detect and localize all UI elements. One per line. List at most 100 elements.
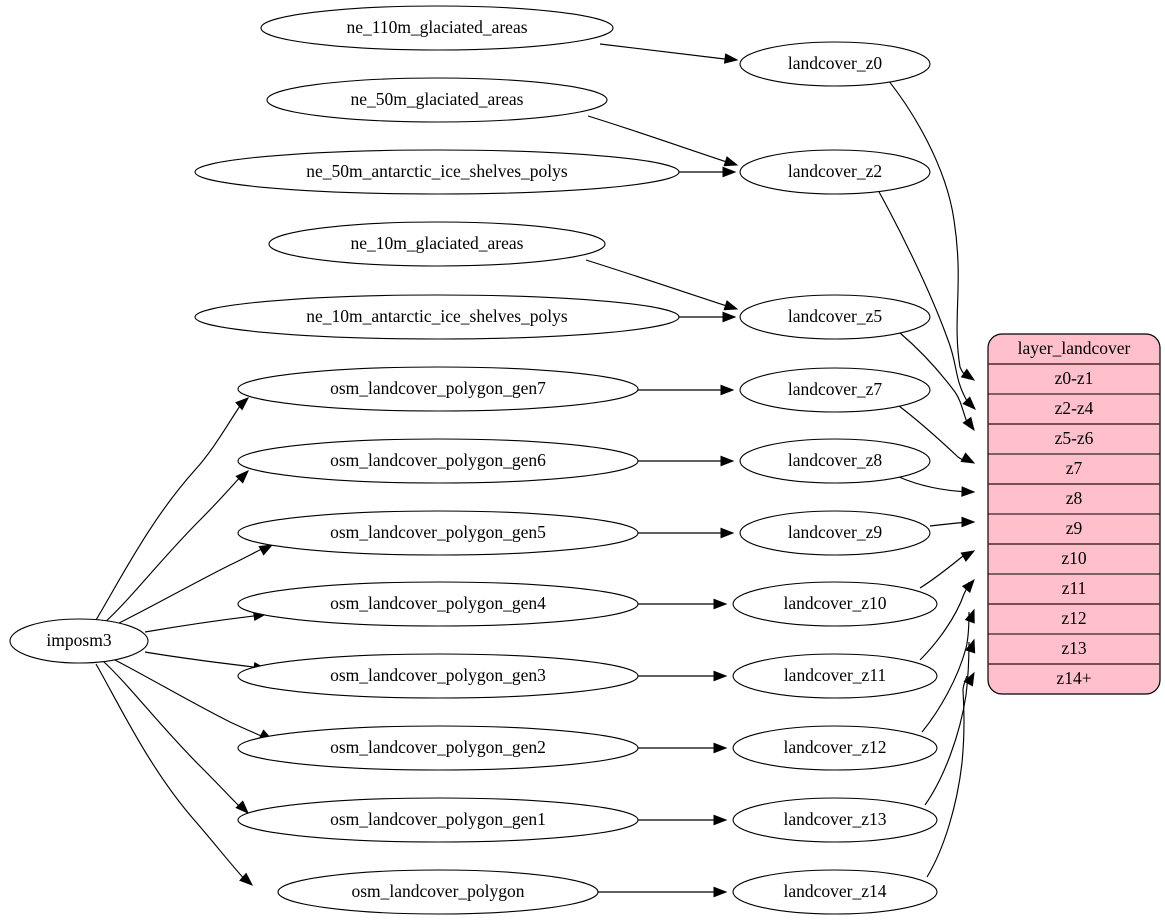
node-osm_landcover_polygon_gen7[interactable]: osm_landcover_polygon_gen7	[237, 366, 639, 412]
node-label: osm_landcover_polygon_gen3	[330, 665, 546, 685]
table-row-z14+[interactable]: z14+	[988, 663, 1160, 688]
edge-landcover_z10-to-row_z10	[919, 551, 970, 589]
table-row-label: z0-z1	[1055, 368, 1094, 388]
node-osm_landcover_polygon_gen2[interactable]: osm_landcover_polygon_gen2	[237, 725, 639, 771]
node-ne_110m_glaciated_areas[interactable]: ne_110m_glaciated_areas	[260, 5, 614, 51]
osm-source-node-ellipse	[237, 581, 639, 627]
landcover-node-ellipse	[739, 294, 931, 340]
node-osm_landcover_polygon_gen5[interactable]: osm_landcover_polygon_gen5	[237, 510, 639, 556]
osm-source-node-ellipse	[237, 653, 639, 699]
node-label: osm_landcover_polygon_gen5	[330, 522, 546, 542]
edge-imposm3-to-osm_landcover_polygon_gen3	[144, 651, 263, 669]
table-row-label: z7	[1066, 458, 1083, 478]
table-row-z10[interactable]: z10	[988, 543, 1160, 568]
node-landcover_z12[interactable]: landcover_z12	[732, 725, 938, 771]
table-row-z13[interactable]: z13	[988, 633, 1160, 658]
edge-arrowhead	[235, 800, 249, 814]
landcover-node-ellipse	[732, 653, 938, 699]
node-label: ne_110m_glaciated_areas	[346, 17, 527, 37]
osm-source-node-ellipse	[277, 869, 599, 915]
edge-landcover_z0-to-row_z0-z1	[887, 79, 970, 380]
table-row-z5-z6[interactable]: z5-z6	[988, 423, 1160, 448]
ne-source-node-ellipse	[266, 77, 608, 123]
edge-arrowhead	[713, 886, 728, 898]
edge-imposm3-to-osm_landcover_polygon	[95, 663, 249, 884]
edge-imposm3-to-osm_landcover_polygon_gen4	[144, 614, 263, 633]
edge-arrowhead	[723, 156, 739, 167]
node-imposm3[interactable]: imposm3	[9, 618, 149, 664]
table-row-label: z9	[1066, 518, 1083, 538]
node-landcover_z8[interactable]: landcover_z8	[739, 438, 931, 484]
landcover-node-ellipse	[739, 438, 931, 484]
table-row-z0-z1[interactable]: z0-z1	[1055, 368, 1094, 388]
table-row-z12[interactable]: z12	[988, 603, 1160, 628]
table-row-label: z14+	[1056, 668, 1091, 688]
edge-arrowhead	[963, 671, 975, 687]
table-row-label: z8	[1066, 488, 1083, 508]
edge-arrowhead	[713, 742, 728, 754]
table-row-z11[interactable]: z11	[988, 573, 1160, 598]
ne-source-node-ellipse	[268, 221, 606, 267]
landcover-node-ellipse	[732, 725, 938, 771]
edge-arrowhead	[720, 384, 735, 396]
node-landcover_z13[interactable]: landcover_z13	[732, 797, 938, 843]
table-row-z8[interactable]: z8	[988, 483, 1160, 508]
node-label: landcover_z14	[783, 881, 886, 901]
landcover-node-ellipse	[739, 41, 931, 87]
edge-arrowhead	[723, 53, 739, 64]
osm-source-node-ellipse	[237, 438, 639, 484]
edge-landcover_z14-to-row_z14+	[926, 675, 968, 878]
node-landcover_z9[interactable]: landcover_z9	[739, 510, 931, 556]
edge-arrowhead	[722, 166, 737, 178]
table-title: layer_landcover	[1018, 338, 1131, 358]
edge-arrowhead	[258, 544, 274, 556]
node-landcover_z7[interactable]: landcover_z7	[739, 367, 931, 413]
node-landcover_z2[interactable]: landcover_z2	[739, 149, 931, 195]
table-row-z9[interactable]: z9	[988, 513, 1160, 538]
edge-ne_110m_glaciated_areas-to-landcover_z0	[599, 43, 734, 61]
node-ne_50m_antarctic_ice_shelves_polys[interactable]: ne_50m_antarctic_ice_shelves_polys	[194, 149, 680, 195]
node-label: landcover_z13	[783, 809, 886, 829]
node-osm_landcover_polygon_gen1[interactable]: osm_landcover_polygon_gen1	[237, 797, 639, 843]
node-label: landcover_z2	[788, 161, 882, 181]
edge-landcover_z13-to-row_z13	[924, 641, 970, 806]
edge-imposm3-to-osm_landcover_polygon_gen6	[102, 472, 245, 625]
node-label: imposm3	[46, 630, 111, 650]
node-ne_50m_glaciated_areas[interactable]: ne_50m_glaciated_areas	[266, 77, 608, 123]
edge-arrowhead	[720, 455, 735, 467]
osm-source-node-ellipse	[237, 366, 639, 412]
node-osm_landcover_polygon[interactable]: osm_landcover_polygon	[277, 869, 599, 915]
edge-arrowhead	[962, 396, 976, 410]
layer-landcover-table[interactable]: layer_landcover z0-z1 z2-z4 z5-z6 z7 z8 z9 z10 z…	[987, 333, 1161, 695]
node-label: landcover_z10	[783, 593, 886, 613]
edge-arrowhead	[960, 452, 976, 464]
edge-arrowhead	[960, 368, 976, 381]
edge-arrowhead	[962, 416, 975, 432]
node-landcover_z11[interactable]: landcover_z11	[732, 653, 938, 699]
edge-arrowhead	[964, 608, 975, 624]
node-osm_landcover_polygon_gen6[interactable]: osm_landcover_polygon_gen6	[237, 438, 639, 484]
node-landcover_z5[interactable]: landcover_z5	[739, 294, 931, 340]
node-label: osm_landcover_polygon_gen6	[330, 450, 546, 470]
node-ne_10m_glaciated_areas[interactable]: ne_10m_glaciated_areas	[268, 221, 606, 267]
edge-imposm3-to-osm_landcover_polygon_gen1	[102, 660, 245, 812]
table-row-z2-z4[interactable]: z2-z4	[988, 393, 1160, 418]
node-landcover_z0[interactable]: landcover_z0	[739, 41, 931, 87]
node-ne_10m_antarctic_ice_shelves_polys[interactable]: ne_10m_antarctic_ice_shelves_polys	[194, 294, 680, 340]
node-label: landcover_z7	[788, 379, 883, 399]
edge-arrowhead	[965, 638, 976, 654]
node-osm_landcover_polygon_gen3[interactable]: osm_landcover_polygon_gen3	[237, 653, 639, 699]
node-label: osm_landcover_polygon_gen4	[330, 593, 546, 613]
table-row-label: z5-z6	[1055, 428, 1094, 448]
node-landcover_z14[interactable]: landcover_z14	[732, 869, 938, 915]
edge-arrowhead	[239, 872, 254, 886]
node-landcover_z10[interactable]: landcover_z10	[732, 581, 938, 627]
edge-arrowhead	[961, 516, 976, 528]
node-label: landcover_z0	[788, 53, 883, 73]
node-label: osm_landcover_polygon_gen7	[330, 378, 546, 398]
node-osm_landcover_polygon_gen4[interactable]: osm_landcover_polygon_gen4	[237, 581, 639, 627]
edge-landcover_z5-to-row_z5-z6	[899, 332, 970, 428]
table-row-z7[interactable]: z7	[988, 453, 1160, 478]
